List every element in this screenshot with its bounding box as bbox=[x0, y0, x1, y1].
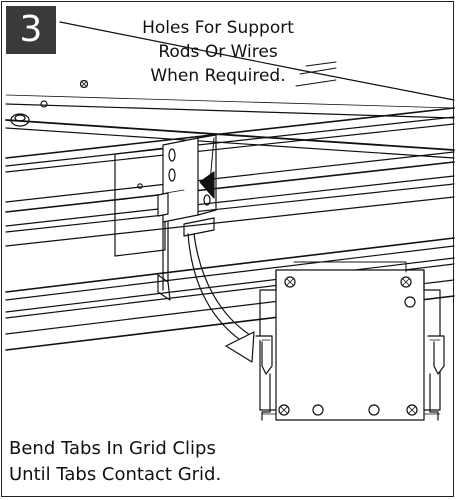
instruction-caption: Bend Tabs In Grid Clips Until Tabs Conta… bbox=[9, 436, 409, 488]
hole-pointer-arrow bbox=[199, 137, 215, 199]
end-plate bbox=[114, 147, 166, 257]
callout-line: Holes For Support bbox=[142, 18, 294, 38]
callout-line: Rods Or Wires bbox=[158, 42, 278, 62]
support-holes-callout: Holes For Support Rods Or Wires When Req… bbox=[118, 16, 318, 88]
caption-line: Until Tabs Contact Grid. bbox=[9, 464, 222, 485]
callout-line: When Required. bbox=[150, 66, 286, 86]
fixture-hole bbox=[40, 100, 48, 108]
fixture-knob bbox=[10, 113, 30, 127]
grid-rail bbox=[5, 107, 455, 247]
fixture-screw bbox=[79, 79, 89, 89]
grid-clip bbox=[157, 134, 217, 301]
caption-line: Bend Tabs In Grid Clips bbox=[9, 438, 216, 459]
callout-leader bbox=[295, 61, 337, 87]
detail-arrow bbox=[187, 233, 255, 363]
step-number-badge: 3 bbox=[6, 6, 56, 54]
clip-detail-view bbox=[255, 261, 445, 421]
